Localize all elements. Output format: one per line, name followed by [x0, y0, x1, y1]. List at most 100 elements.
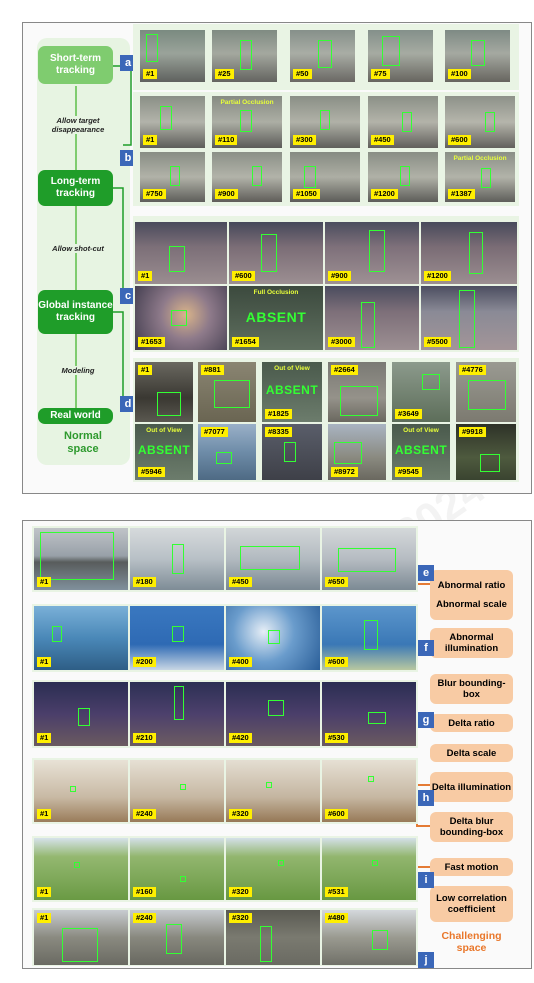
frame-label: #200 — [133, 657, 156, 667]
frame-label: #750 — [143, 189, 166, 199]
frame-label: #320 — [229, 809, 252, 819]
bounding-box — [459, 290, 475, 348]
absent-label: ABSENT — [137, 443, 191, 457]
out-of-view-label: Out of View — [403, 427, 439, 434]
frame-label: #600 — [232, 271, 255, 281]
bounding-box — [284, 442, 296, 462]
frame: #600 — [445, 96, 515, 148]
bounding-box — [468, 380, 506, 410]
frame: #530 — [322, 682, 416, 746]
bounding-box — [469, 232, 483, 274]
frame-label: #160 — [133, 887, 156, 897]
challenge-fast-motion: Fast motion — [430, 858, 513, 876]
bounding-box — [268, 700, 284, 716]
frame-label: #75 — [371, 69, 390, 79]
tag-d: d — [120, 396, 136, 412]
bounding-box — [157, 392, 181, 416]
frame-label: #210 — [133, 733, 156, 743]
frame: Full Occlusion ABSENT #1654 — [229, 286, 323, 350]
challenge-delta-scale: Delta scale — [430, 744, 513, 762]
frame-label: #50 — [293, 69, 312, 79]
bounding-box — [338, 548, 396, 572]
frame-label: #900 — [215, 189, 238, 199]
frame-label: #5500 — [424, 337, 451, 347]
frame-label: #1825 — [265, 409, 292, 419]
frame-label: #320 — [229, 887, 252, 897]
frame: #1 — [140, 96, 205, 148]
frame-label: #900 — [328, 271, 351, 281]
tag-c: c — [120, 288, 136, 304]
frame-label: #1 — [37, 809, 52, 819]
frame: #1 — [34, 606, 128, 670]
frame: #180 — [130, 528, 224, 590]
frame: #1200 — [368, 152, 438, 202]
frame: #600 — [322, 760, 416, 822]
frame-label: #9918 — [459, 427, 486, 437]
bounding-box — [170, 166, 180, 186]
out-of-view-label: Out of View — [274, 365, 310, 372]
bounding-box — [364, 620, 378, 650]
bounding-box — [368, 712, 386, 724]
frame-label: #600 — [325, 809, 348, 819]
challenge-abnormal-illumination: Abnormal illumination — [430, 628, 513, 658]
bounding-box — [146, 34, 158, 62]
frame: #25 — [212, 30, 277, 82]
bounding-box — [171, 310, 187, 326]
tag-b: b — [120, 150, 136, 166]
frame-label: #1 — [37, 913, 52, 923]
frame-label: #3649 — [395, 409, 422, 419]
frame: #750 — [140, 152, 205, 202]
bounding-box — [400, 166, 410, 186]
tag-j: j — [418, 952, 434, 968]
frame: #9918 — [456, 424, 516, 480]
frame: #1 — [135, 362, 193, 422]
frame: #8335 — [262, 424, 322, 480]
frame: #2664 — [328, 362, 386, 422]
out-of-view-label: Out of View — [146, 427, 182, 434]
frame: #320 — [226, 838, 320, 900]
challenge-delta-ratio: Delta ratio — [430, 714, 513, 732]
frame-label: #110 — [215, 135, 238, 145]
frame: #300 — [290, 96, 360, 148]
frame: #1 — [34, 528, 128, 590]
bounding-box — [174, 686, 184, 720]
bounding-box — [372, 860, 378, 866]
bounding-box — [382, 36, 400, 66]
bounding-box — [340, 386, 378, 416]
frame-label: #100 — [448, 69, 471, 79]
frame: Out of View ABSENT #1825 — [262, 362, 322, 422]
bounding-box — [70, 786, 76, 792]
bounding-box — [52, 626, 62, 642]
frame-label: #1 — [143, 69, 158, 79]
frame-label: #531 — [325, 887, 348, 897]
frame-label: #320 — [229, 913, 252, 923]
frame-label: #1 — [37, 657, 52, 667]
bounding-box — [318, 40, 332, 68]
bounding-box — [278, 860, 284, 866]
bounding-box — [240, 546, 300, 570]
bounding-box — [172, 626, 184, 642]
bounding-box — [78, 708, 90, 726]
frame-label: #1 — [143, 135, 158, 145]
frame: #1 — [34, 760, 128, 822]
tag-i: i — [418, 872, 434, 888]
bounding-box — [240, 110, 252, 132]
tag-g: g — [418, 712, 434, 728]
frame: #240 — [130, 760, 224, 822]
challenge-low-correlation: Low correlation coefficient — [430, 886, 513, 922]
frame: #531 — [322, 838, 416, 900]
bounding-box — [320, 110, 330, 130]
bounding-box — [402, 112, 412, 132]
frame: Out of View ABSENT #9545 — [392, 424, 450, 480]
frame: #1 — [135, 222, 227, 284]
bounding-box — [166, 924, 182, 954]
bounding-box — [369, 230, 385, 272]
frame: #1050 — [290, 152, 360, 202]
frame: #8972 — [328, 424, 386, 480]
frame: #900 — [325, 222, 419, 284]
frame: #1200 — [421, 222, 517, 284]
frame: #75 — [368, 30, 433, 82]
frame-label: #1050 — [293, 189, 320, 199]
node-real-world: Real world — [38, 408, 113, 424]
absent-label: ABSENT — [245, 309, 307, 325]
